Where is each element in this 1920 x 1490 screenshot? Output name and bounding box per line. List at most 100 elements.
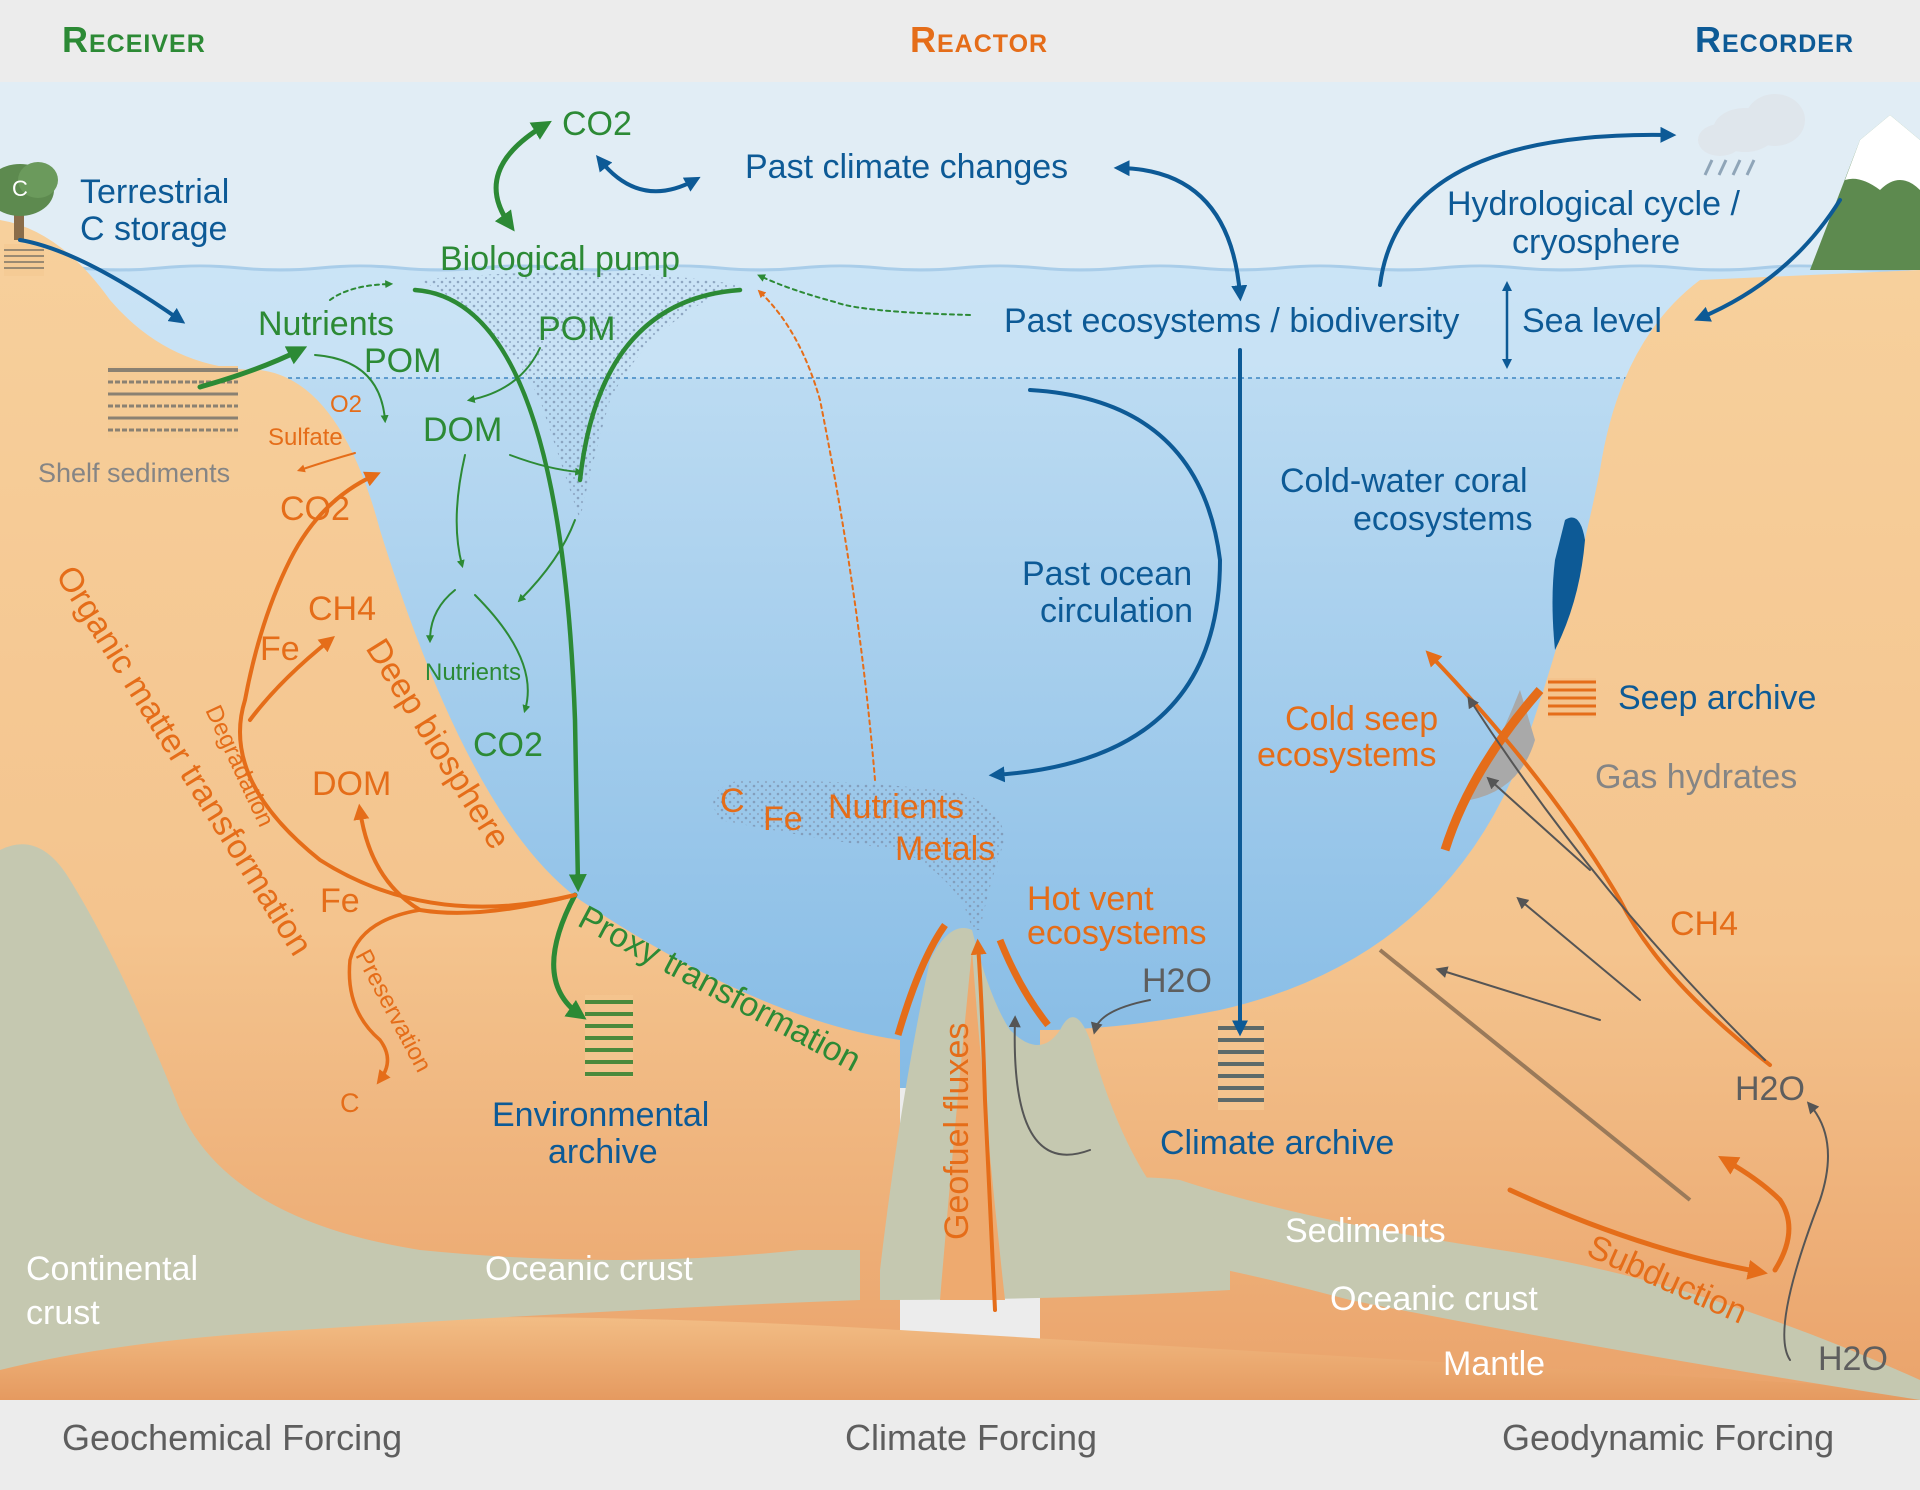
climate-ecosystems-arrow	[1113, 160, 1248, 302]
sulfate-label: Sulfate	[268, 424, 343, 451]
sky	[0, 82, 1920, 282]
plume-c-label: C	[720, 782, 745, 820]
sulfate-co2-arrow	[296, 452, 356, 473]
environmental-archive-line1: Environmental	[492, 1096, 709, 1134]
header-recorder: Recorder	[1695, 19, 1854, 60]
shelf-sediments-label: Shelf sediments	[38, 458, 230, 488]
fault-line	[1378, 948, 1692, 1202]
coral-label-line2: ecosystems	[1353, 500, 1533, 538]
pump-sinking-right	[577, 287, 743, 483]
ocean-circulation-arrow	[988, 388, 1223, 783]
footer-geochemical-forcing: Geochemical Forcing	[62, 1417, 402, 1458]
nutrients-upwelling-arrow	[329, 280, 394, 301]
sea-surface	[0, 264, 1920, 272]
tree-icon: C	[0, 162, 58, 240]
co2-shelf-label: CO2	[280, 490, 350, 528]
mantle	[0, 1317, 1920, 1400]
geofuel-arrow	[970, 938, 997, 1312]
environmental-archive-arrow	[551, 892, 587, 1020]
shelf-nutrients-arrow	[197, 346, 308, 390]
biological-pump-particles	[420, 272, 740, 520]
circulation-label-line2: circulation	[1040, 592, 1193, 630]
seep-archive-label: Seep archive	[1618, 679, 1816, 717]
meltwater-arrow	[1694, 198, 1842, 322]
gas-hydrates-label: Gas hydrates	[1595, 758, 1797, 796]
fe-lower-label: Fe	[320, 882, 360, 920]
cold-seep-line2: ecosystems	[1257, 736, 1437, 774]
co2-deep-label: CO2	[473, 726, 543, 764]
remin-arrow-b	[517, 519, 576, 603]
hydrological-label-line2: cryosphere	[1512, 223, 1680, 261]
recycled-nutrients-arrow	[757, 274, 971, 316]
tree-c-label: C	[12, 176, 28, 201]
fluid-arrow-b	[1516, 896, 1641, 1001]
subduction-return-arrow	[1718, 1156, 1792, 1273]
ch4-left-label: CH4	[308, 590, 376, 628]
fluid-arrow-c	[1435, 966, 1601, 1021]
ch4-seep-arrow	[1425, 650, 1772, 1067]
terrestrial-c-arrow	[18, 238, 186, 324]
pom-dom-arrow-center	[466, 347, 541, 403]
footer-geodynamic-forcing: Geodynamic Forcing	[1502, 1417, 1834, 1458]
hydrological-label-line1: Hydrological cycle /	[1447, 185, 1740, 223]
co2-climate-arrow	[595, 155, 701, 194]
terrestrial-strata-icon	[4, 244, 44, 276]
continental-crust-line2: crust	[26, 1294, 100, 1332]
nutrients-label: Nutrients	[258, 305, 394, 343]
environmental-archive-line2: archive	[548, 1133, 658, 1171]
ridge-circulation-arrow	[1008, 1015, 1091, 1156]
pom-dom-arrow-left	[314, 354, 389, 424]
rain-cloud-icon	[1698, 94, 1805, 176]
surface-layer	[0, 268, 1920, 378]
cold-seep-crust	[1440, 687, 1544, 852]
terrestrial-label-line2: C storage	[80, 210, 227, 248]
pom-center-label: POM	[538, 310, 615, 348]
nutrients-small-label: Nutrients	[425, 659, 521, 686]
left-sediment	[0, 220, 900, 1400]
past-climate-changes-label: Past climate changes	[745, 148, 1068, 186]
preservation-arrow	[347, 908, 422, 1085]
degradation-co2-arrow	[238, 471, 577, 909]
header-receiver: Receiver	[62, 19, 206, 60]
geofuel-fluxes-label: Geofuel fluxes	[938, 1023, 976, 1240]
hot-vent-line1: Hot vent	[1027, 880, 1154, 918]
hot-vent-right-edge	[996, 938, 1051, 1028]
shelf-sediment-strata-icon	[108, 366, 238, 438]
subduction-arrow	[1507, 1187, 1768, 1280]
fe-upper-label: Fe	[260, 630, 300, 668]
past-ecosystems-label: Past ecosystems / biodiversity	[1004, 302, 1459, 340]
plume-nutrients-label: Nutrients	[828, 788, 964, 826]
h2o-right-label: H2O	[1735, 1070, 1805, 1108]
o2-label: O2	[330, 391, 362, 418]
dom-orange-label: DOM	[312, 765, 391, 803]
pump-sinking-left	[412, 287, 587, 893]
mantle-label: Mantle	[1443, 1345, 1545, 1383]
h2o-upflow-arrow	[1783, 1101, 1829, 1361]
fluid-seep-arrow	[1467, 695, 1766, 1061]
remin-arrow-a	[426, 589, 456, 644]
sea-level-label: Sea level	[1522, 302, 1662, 340]
dom-particle-arrow	[509, 454, 584, 476]
co2-biological-arrow	[493, 120, 552, 232]
seep-archive-strata-icon	[1548, 678, 1596, 718]
continental-crust	[0, 844, 860, 1370]
header-reactor: Reactor	[910, 19, 1048, 60]
circulation-label-line1: Past ocean	[1022, 555, 1192, 593]
vent-plume	[713, 780, 1005, 930]
h2o-vent-label: H2O	[1142, 962, 1212, 1000]
nutrients-co2-arrow	[474, 594, 531, 714]
climate-archive-strata-icon	[1218, 1020, 1264, 1110]
plume-metals-label: Metals	[895, 830, 995, 868]
oceanic-crust-right-label: Oceanic crust	[1330, 1280, 1538, 1318]
ch4-right-label: CH4	[1670, 905, 1738, 943]
footer-band	[0, 1395, 1920, 1485]
oceanic-crust-left-label: Oceanic crust	[485, 1250, 693, 1288]
dom-nutrients-arrow	[455, 454, 466, 569]
right-sediment	[1040, 270, 1920, 1400]
cold-seep-line1: Cold seep	[1285, 700, 1438, 738]
environmental-archive-strata-icon	[585, 995, 633, 1077]
coral-label-line1: Cold-water coral	[1280, 462, 1528, 500]
footer-climate-forcing: Climate Forcing	[845, 1417, 1097, 1458]
